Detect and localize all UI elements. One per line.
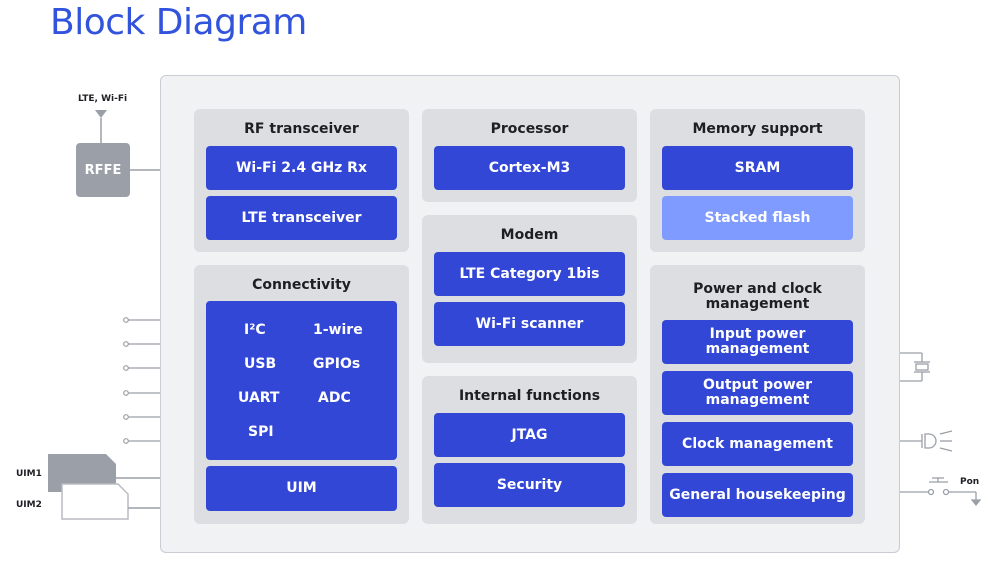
internal-block: Security bbox=[434, 463, 625, 507]
group-title-line2: management bbox=[705, 296, 810, 312]
power-block: Input power management bbox=[662, 320, 853, 364]
processor-block: Cortex-M3 bbox=[434, 146, 625, 190]
power-block-line2: management bbox=[705, 392, 810, 408]
power-block: Clock management bbox=[662, 422, 853, 466]
power-block-line1: Input power bbox=[709, 326, 806, 342]
interface-label: SPI bbox=[248, 424, 274, 440]
page-title: Block Diagram bbox=[50, 2, 307, 43]
interface-label: UART bbox=[238, 390, 280, 406]
sim-card-icon bbox=[48, 454, 160, 520]
rffe-label: RFFE bbox=[84, 162, 122, 178]
power-clock-group: Power and clock management Input power m… bbox=[650, 265, 865, 524]
power-block-line1: General housekeeping bbox=[669, 486, 846, 503]
group-title: Connectivity bbox=[252, 277, 351, 293]
internal-block: JTAG bbox=[434, 413, 625, 457]
power-block-line1: Output power bbox=[702, 377, 813, 393]
group-title: RF transceiver bbox=[244, 121, 359, 137]
rf-transceiver-group: RF transceiver Wi-Fi 2.4 GHz Rx LTE tran… bbox=[194, 109, 409, 252]
led-icon bbox=[898, 430, 953, 452]
group-title: Modem bbox=[500, 227, 559, 243]
memory-group: Memory support SRAM Stacked flash bbox=[650, 109, 865, 252]
power-block: General housekeeping bbox=[662, 473, 853, 517]
antenna-label: LTE, Wi-Fi bbox=[78, 94, 128, 104]
group-title: Processor bbox=[490, 121, 569, 137]
connectivity-pins bbox=[123, 317, 160, 444]
interface-label: ADC bbox=[318, 390, 351, 406]
interface-label: USB bbox=[244, 356, 277, 372]
connectivity-group: Connectivity I²C 1-wire USB GPIOs UART A… bbox=[194, 265, 409, 524]
modem-group: Modem LTE Category 1bis Wi-Fi scanner bbox=[422, 215, 637, 363]
pon-label: Pon bbox=[960, 477, 980, 487]
uim1-label: UIM1 bbox=[16, 469, 42, 479]
uim2-label: UIM2 bbox=[16, 500, 42, 510]
interface-label: GPIOs bbox=[313, 356, 361, 372]
modem-block: Wi-Fi scanner bbox=[434, 302, 625, 346]
interface-label: I²C bbox=[244, 322, 266, 338]
power-block-line1: Clock management bbox=[682, 435, 833, 452]
uim-block: UIM bbox=[206, 466, 397, 511]
group-title-line1: Power and clock bbox=[693, 281, 822, 297]
group-title: Memory support bbox=[692, 121, 823, 137]
power-button-icon bbox=[898, 477, 982, 507]
memory-block: Stacked flash bbox=[662, 196, 853, 240]
memory-block: SRAM bbox=[662, 146, 853, 190]
processor-group: Processor Cortex-M3 bbox=[422, 109, 637, 202]
power-block-line2: management bbox=[705, 341, 810, 357]
rffe-block: RFFE bbox=[76, 143, 130, 197]
power-block: Output power management bbox=[662, 371, 853, 415]
crystal-icon bbox=[898, 352, 930, 382]
internal-functions-group: Internal functions JTAG Security bbox=[422, 376, 637, 524]
connectivity-interfaces: I²C 1-wire USB GPIOs UART ADC SPI bbox=[206, 301, 397, 460]
antenna-icon bbox=[95, 110, 107, 143]
modem-block: LTE Category 1bis bbox=[434, 252, 625, 296]
rf-block: Wi-Fi 2.4 GHz Rx bbox=[206, 146, 397, 190]
rf-block: LTE transceiver bbox=[206, 196, 397, 240]
interface-label: 1-wire bbox=[313, 322, 363, 338]
group-title: Internal functions bbox=[458, 388, 601, 404]
